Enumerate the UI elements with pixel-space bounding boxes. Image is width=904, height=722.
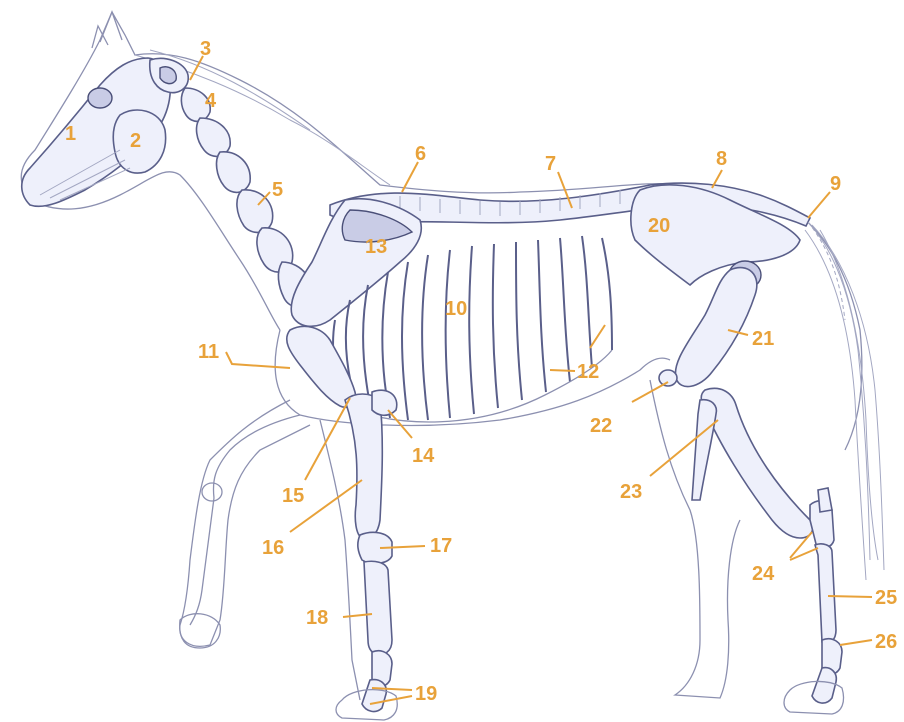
label-5: 5 bbox=[272, 179, 283, 201]
label-9: 9 bbox=[830, 173, 841, 195]
scapula bbox=[291, 199, 421, 327]
label-7: 7 bbox=[545, 153, 556, 175]
label-20: 20 bbox=[648, 215, 670, 237]
label-19: 19 bbox=[415, 683, 437, 705]
skull bbox=[22, 12, 171, 206]
label-15: 15 bbox=[282, 485, 304, 507]
number-labels: 1 2 3 4 5 6 7 8 9 10 11 12 13 14 15 16 1… bbox=[65, 38, 897, 705]
label-13: 13 bbox=[365, 236, 387, 258]
label-25: 25 bbox=[875, 587, 897, 609]
label-4: 4 bbox=[205, 90, 217, 112]
label-3: 3 bbox=[200, 38, 211, 60]
label-22: 22 bbox=[590, 415, 612, 437]
label-6: 6 bbox=[415, 143, 426, 165]
label-26: 26 bbox=[875, 631, 897, 653]
label-17: 17 bbox=[430, 535, 452, 557]
leader-lines bbox=[190, 56, 872, 704]
label-2: 2 bbox=[130, 130, 141, 152]
label-18: 18 bbox=[306, 607, 328, 629]
label-24: 24 bbox=[752, 563, 775, 585]
label-16: 16 bbox=[262, 537, 284, 559]
label-23: 23 bbox=[620, 481, 642, 503]
label-21: 21 bbox=[752, 328, 774, 350]
label-11: 11 bbox=[198, 341, 219, 363]
neck-vertebrae bbox=[150, 58, 313, 307]
eye-socket bbox=[88, 88, 112, 108]
label-1: 1 bbox=[65, 123, 76, 145]
label-14: 14 bbox=[412, 445, 435, 467]
label-10: 10 bbox=[445, 298, 467, 320]
raised-foreleg-bones bbox=[180, 415, 300, 648]
label-8: 8 bbox=[716, 148, 727, 170]
label-12: 12 bbox=[577, 361, 599, 383]
